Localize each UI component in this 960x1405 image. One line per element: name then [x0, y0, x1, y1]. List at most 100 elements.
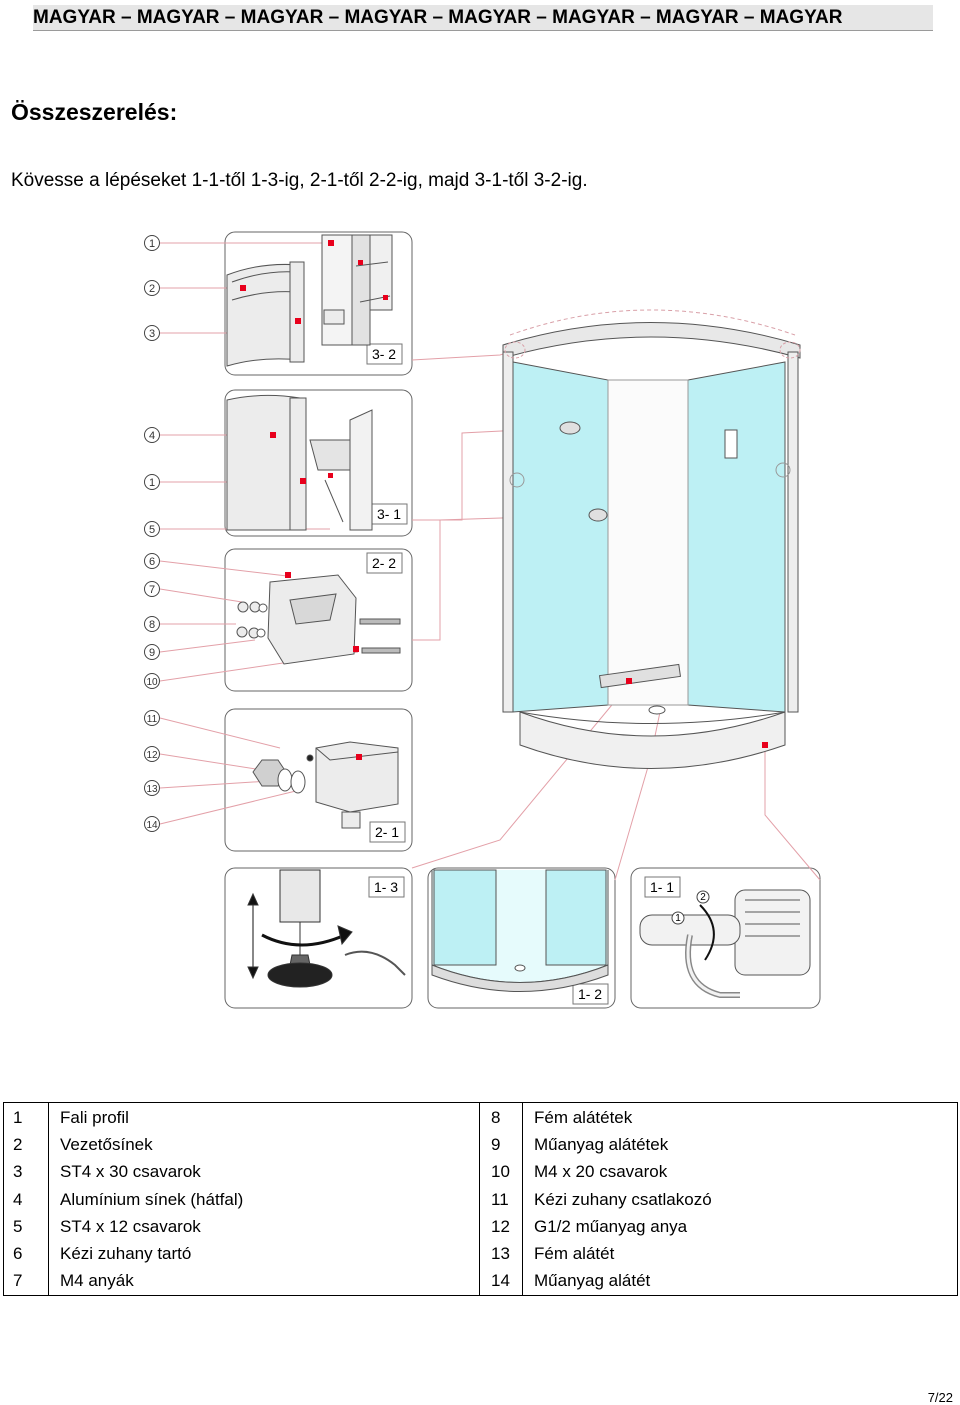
svg-text:1- 3: 1- 3	[374, 879, 398, 895]
part-marker-14: 14	[144, 816, 160, 832]
part-marker-13: 13	[144, 780, 160, 796]
svg-text:13: 13	[146, 784, 158, 795]
svg-text:3- 2: 3- 2	[372, 346, 396, 362]
part-number: 10	[491, 1162, 510, 1182]
svg-text:14: 14	[146, 820, 158, 831]
svg-text:2: 2	[149, 283, 155, 295]
marker-points-2-1	[356, 754, 362, 760]
svg-text:5: 5	[149, 524, 155, 536]
svg-text:7: 7	[149, 584, 155, 596]
assembly-diagram: 1 2 3 4 1 5 6 7 8 9 10 11 12 13 14 3- 2 …	[144, 231, 821, 1009]
step-label-3-2: 3- 2	[366, 343, 403, 365]
step-label-1-1: 1- 1	[644, 876, 681, 898]
part-name: M4 x 20 csavarok	[534, 1162, 668, 1182]
marker-points-2-2	[285, 572, 359, 652]
part-name: Fém alátét	[534, 1244, 615, 1264]
svg-text:11: 11	[147, 714, 158, 725]
marker-points-3-1	[270, 432, 333, 484]
part-number: 13	[491, 1244, 510, 1264]
step-label-2-1: 2- 1	[369, 821, 406, 843]
svg-text:2- 1: 2- 1	[375, 824, 399, 840]
svg-text:2- 2: 2- 2	[372, 555, 396, 571]
part-name: Fali profil	[60, 1107, 129, 1127]
step-label-2-2: 2- 2	[366, 552, 403, 574]
svg-text:3: 3	[149, 328, 155, 340]
table-row: 3 ST4 x 30 csavarok 10 M4 x 20 csavarok	[3, 1159, 958, 1186]
part-name: Fém alátétek	[534, 1107, 633, 1127]
part-name: ST4 x 12 csavarok	[60, 1216, 201, 1236]
table-row: 4 Alumínium sínek (hátfal) 11 Kézi zuhan…	[3, 1186, 958, 1213]
step-label-1-2: 1- 2	[572, 983, 609, 1005]
table-divider	[522, 1102, 523, 1296]
part-number: 1	[13, 1107, 23, 1127]
step-label-3-1: 3- 1	[371, 503, 408, 525]
part-marker-12: 12	[144, 746, 160, 762]
assembly-instruction: Kövesse a lépéseket 1-1-től 1-3-ig, 2-1-…	[11, 170, 588, 191]
part-number: 9	[491, 1134, 501, 1154]
part-name: Alumínium sínek (hátfal)	[60, 1189, 244, 1209]
svg-text:2: 2	[700, 892, 706, 903]
svg-text:4: 4	[149, 430, 155, 442]
shower-connector-illustration	[252, 741, 399, 829]
svg-text:1: 1	[675, 913, 681, 924]
svg-text:1: 1	[149, 477, 155, 489]
svg-text:12: 12	[146, 750, 158, 761]
svg-text:1- 1: 1- 1	[650, 879, 674, 895]
part-marker-10: 10	[144, 673, 160, 689]
part-number: 8	[491, 1107, 501, 1127]
part-marker-11: 11	[144, 710, 160, 726]
shower-enclosure-illustration	[502, 309, 801, 769]
table-row: 2 Vezetősínek 9 Műanyag alátétek	[3, 1131, 958, 1158]
part-name: Műanyag alátétek	[534, 1134, 669, 1154]
part-number: 14	[491, 1271, 510, 1291]
part-marker-4: 4	[144, 427, 160, 443]
part-name: Műanyag alátét	[534, 1271, 651, 1291]
parts-legend-table: 1 Fali profil 8 Fém alátétek 2 Vezetősín…	[3, 1102, 958, 1295]
part-name: G1/2 műanyag anya	[534, 1216, 688, 1236]
table-row: 1 Fali profil 8 Fém alátétek	[3, 1102, 958, 1131]
svg-text:6: 6	[149, 556, 155, 568]
part-marker-1: 1	[144, 235, 160, 251]
part-marker-1b: 1	[144, 474, 160, 490]
part-marker-3: 3	[144, 325, 160, 341]
table-row: 7 M4 anyák 14 Műanyag alátét	[3, 1268, 958, 1295]
part-number: 11	[491, 1189, 509, 1209]
part-marker-6: 6	[144, 553, 160, 569]
table-divider	[479, 1102, 480, 1296]
part-name: Kézi zuhany tartó	[60, 1244, 192, 1264]
adjustable-foot-illustration	[247, 869, 406, 988]
part-marker-8: 8	[144, 616, 160, 632]
svg-text:9: 9	[149, 647, 155, 659]
marker-points-enclosure	[626, 678, 768, 748]
step-label-1-3: 1- 3	[368, 876, 405, 898]
table-row: 5 ST4 x 12 csavarok 12 G1/2 műanyag anya	[3, 1213, 958, 1240]
part-number: 4	[13, 1189, 23, 1209]
table-row: 6 Kézi zuhany tartó 13 Fém alátét	[3, 1240, 958, 1267]
svg-text:1: 1	[149, 238, 155, 250]
step-labels: 3- 2 3- 1 2- 2 2- 1 1- 3 1- 1 1- 2	[366, 343, 681, 1005]
aluminium-rail-illustration	[226, 394, 373, 531]
page-number: 7/22	[927, 1390, 953, 1405]
part-number: 12	[491, 1216, 510, 1236]
svg-text:1- 2: 1- 2	[578, 986, 602, 1002]
svg-text:8: 8	[149, 619, 155, 631]
part-number: 5	[13, 1216, 23, 1236]
drain-hose-illustration	[639, 889, 811, 998]
part-name: ST4 x 30 csavarok	[60, 1162, 201, 1182]
part-number: 7	[13, 1271, 23, 1291]
language-header-bar: MAGYAR – MAGYAR – MAGYAR – MAGYAR – MAGY…	[33, 5, 933, 31]
part-marker-9: 9	[144, 644, 160, 660]
part-name: Vezetősínek	[60, 1134, 153, 1154]
part-marker-5: 5	[144, 521, 160, 537]
svg-text:10: 10	[146, 677, 158, 688]
table-divider	[48, 1102, 49, 1296]
shower-holder-illustration	[236, 574, 401, 665]
section-title: Összeszerelés:	[11, 99, 178, 125]
part-name: M4 anyák	[60, 1271, 134, 1291]
part-number: 3	[13, 1162, 23, 1182]
part-number: 6	[13, 1244, 23, 1264]
marker-points-3-2	[240, 240, 388, 324]
part-marker-7: 7	[144, 581, 160, 597]
drain-detail-markers: 2 1	[671, 890, 710, 925]
part-marker-2: 2	[144, 280, 160, 296]
